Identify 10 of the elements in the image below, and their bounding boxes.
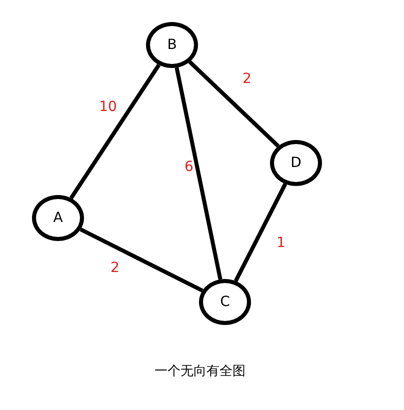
edge-line [69, 64, 161, 200]
vertex-circle: D [270, 140, 322, 186]
edge-line [188, 60, 280, 148]
edge-line [234, 183, 288, 282]
edge-line [174, 67, 222, 280]
vertex-circle: B [146, 22, 198, 68]
caption: 一个无向有全图 [154, 363, 246, 380]
vertex-circle: A [32, 195, 84, 241]
vertex-circle: C [199, 279, 251, 325]
edge-line [80, 228, 204, 292]
